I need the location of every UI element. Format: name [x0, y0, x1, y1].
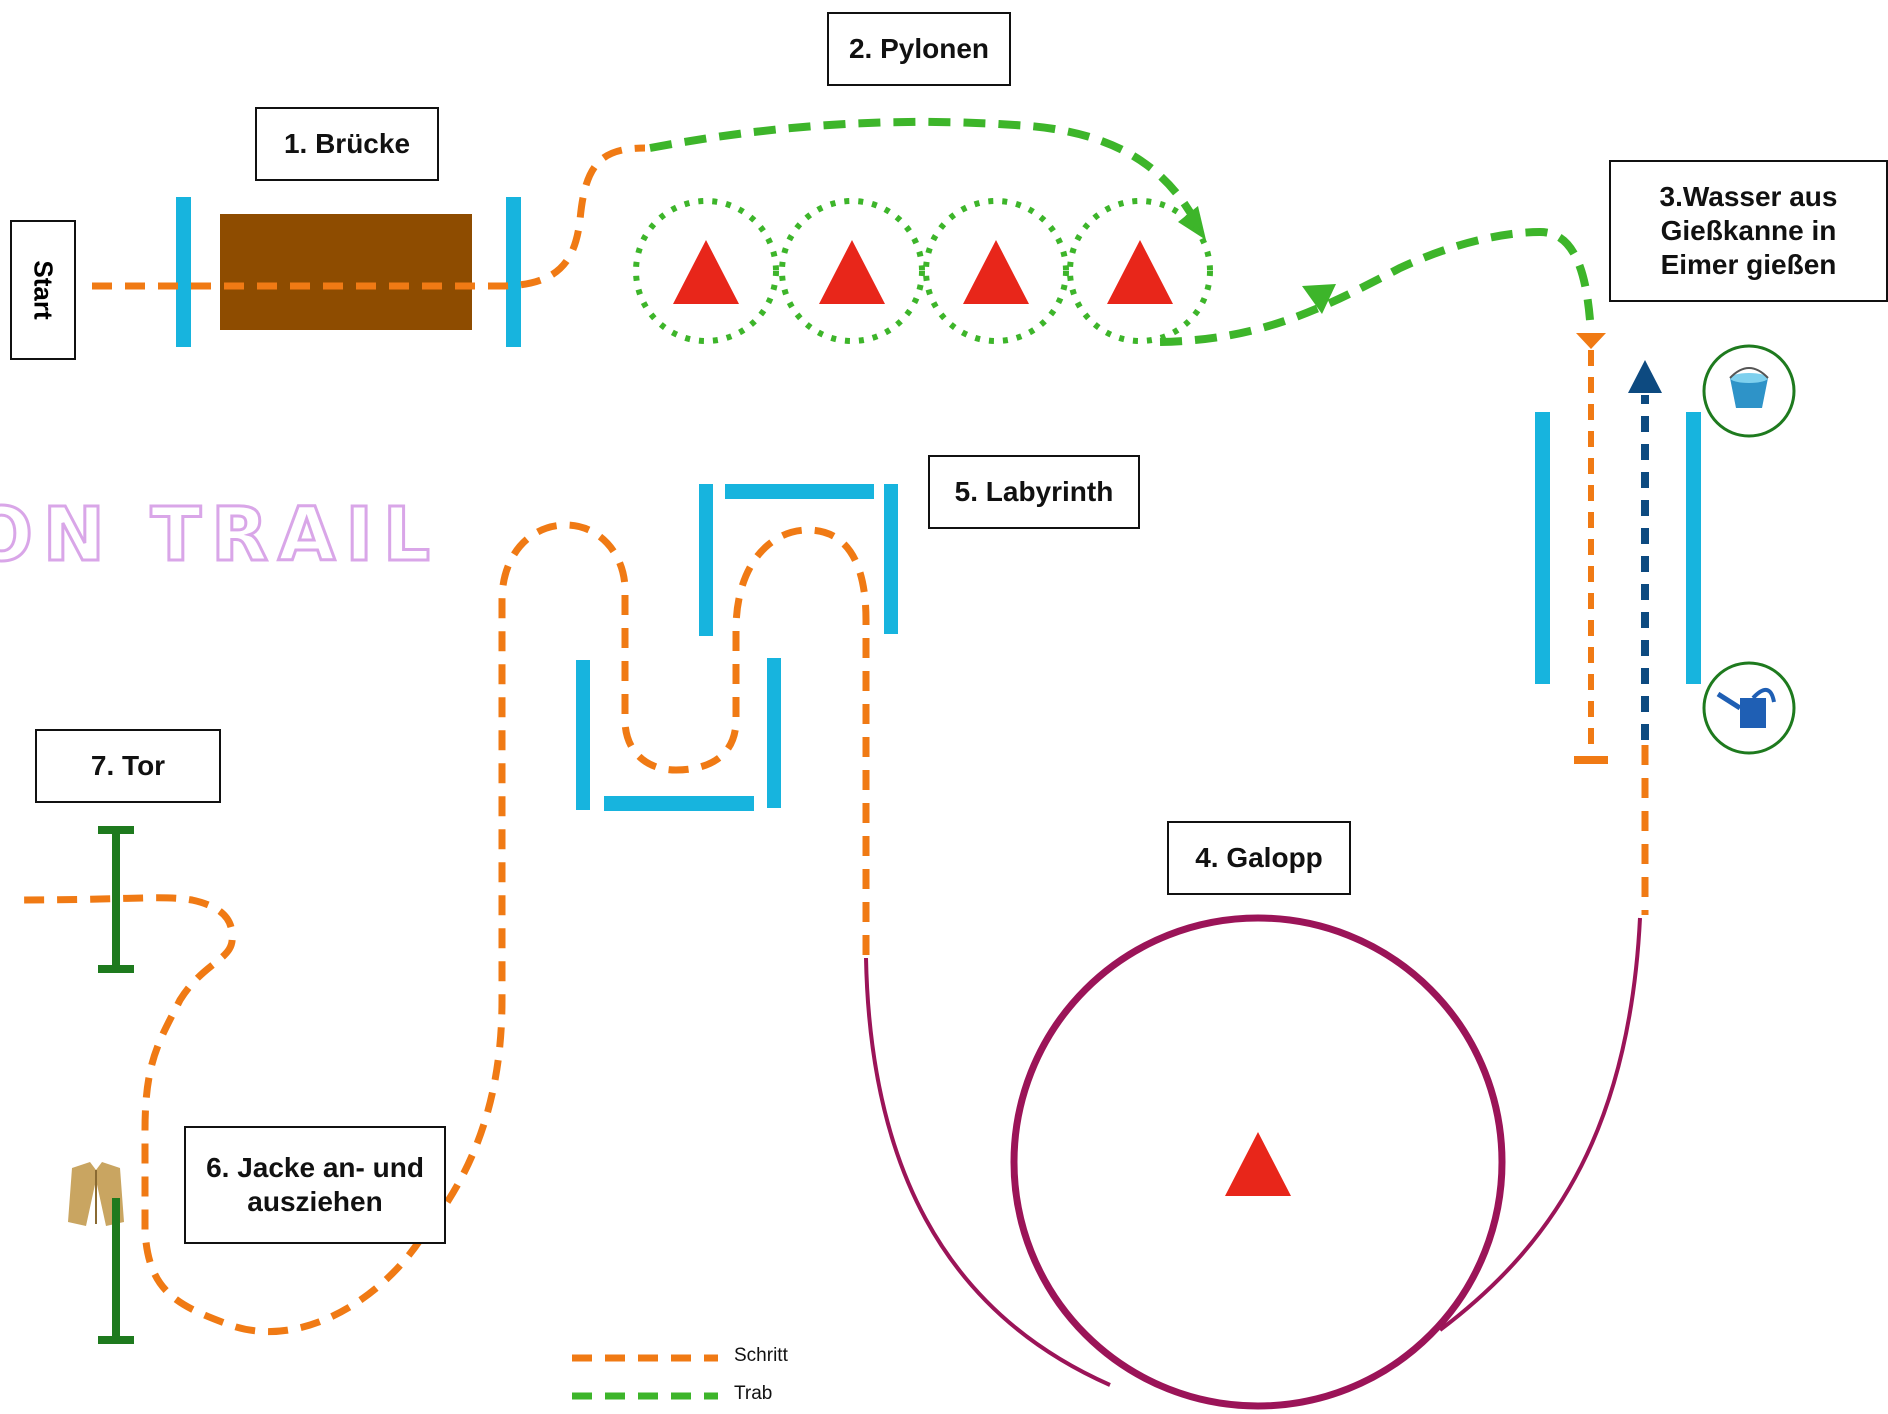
pole — [725, 484, 874, 499]
schritt-path-labyrinth — [17, 521, 870, 1336]
station-label-bruecke: 1. Brücke — [255, 107, 439, 181]
cone-icon — [1225, 1132, 1291, 1196]
gate-pole — [112, 828, 120, 968]
station-label-tor: 7. Tor — [35, 729, 221, 803]
pole — [767, 658, 781, 808]
legend-trab-label: Trab — [734, 1383, 773, 1404]
marker-bar — [1574, 756, 1608, 764]
pole — [884, 484, 898, 634]
arrow-head-green — [1302, 284, 1336, 314]
cone-icon — [673, 240, 739, 304]
pylon-circle — [923, 198, 1069, 344]
bridge — [220, 214, 472, 330]
gate-pole-cap — [98, 965, 134, 973]
watering-can-icon — [1702, 661, 1796, 755]
pole — [1686, 412, 1701, 684]
blue-arrow-head — [1628, 360, 1662, 393]
cone-icon — [963, 240, 1029, 304]
schritt-path-start — [92, 144, 646, 290]
galopp-circle — [1010, 914, 1506, 1410]
trab-path-to-water — [1159, 227, 1594, 346]
arrow-head-green — [1178, 206, 1206, 240]
pole — [1535, 412, 1550, 684]
gate-pole-cap — [98, 826, 134, 834]
station-label-wasser: 3.Wasser aus Gießkanne in Eimer gießen — [1609, 160, 1888, 302]
trab-path-arc — [649, 117, 1204, 232]
gate-pole-cap — [98, 1336, 134, 1344]
pole — [699, 484, 713, 636]
gate-pole — [112, 1198, 120, 1340]
bucket-icon — [1702, 344, 1796, 438]
pole — [604, 796, 754, 811]
pole — [506, 197, 521, 347]
legend-schritt-label: Schritt — [734, 1345, 788, 1366]
cone-icon — [1107, 240, 1173, 304]
galopp-approach-path — [864, 917, 1642, 1387]
start-label: Start — [28, 260, 59, 320]
station-label-galopp: 4. Galopp — [1167, 821, 1351, 895]
pole — [576, 660, 590, 810]
banner-text: ON TRAIL — [0, 492, 440, 578]
pole — [176, 197, 191, 347]
start-box: Start — [10, 220, 76, 360]
pylon-circle — [1067, 198, 1213, 344]
pylon-circle — [633, 198, 779, 344]
coat-icon — [68, 1162, 124, 1226]
cone-icon — [819, 240, 885, 304]
marker-triangle — [1576, 333, 1606, 349]
station-label-pylonen: 2. Pylonen — [827, 12, 1011, 86]
station-label-labyrinth: 5. Labyrinth — [928, 455, 1140, 529]
pylon-circle — [779, 198, 925, 344]
station-label-jacke: 6. Jacke an- und ausziehen — [184, 1126, 446, 1244]
